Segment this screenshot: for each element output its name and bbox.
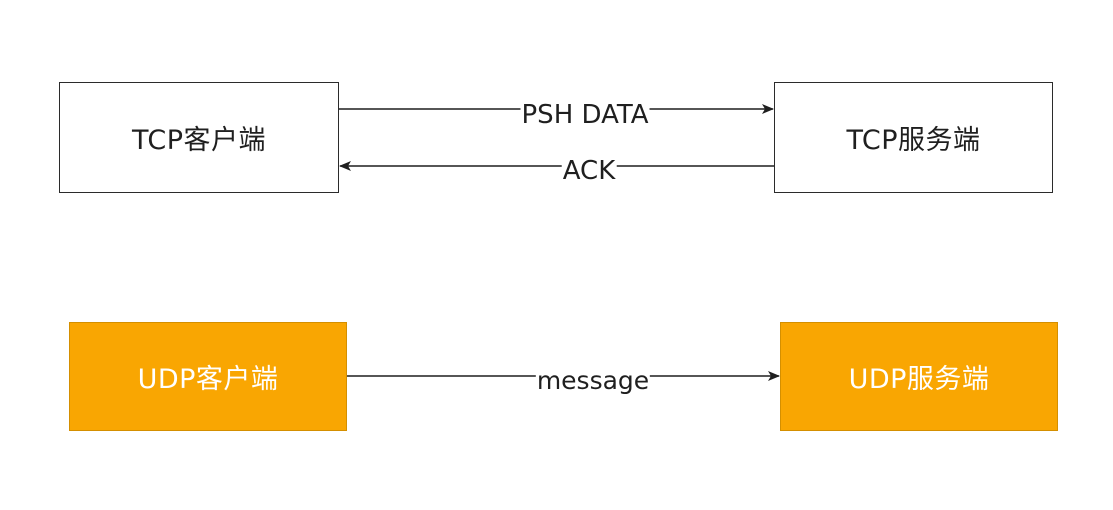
tcp-client-node: TCP客户端: [59, 82, 339, 193]
edge-label-ack: ACK: [561, 156, 617, 186]
udp-client-node: UDP客户端: [69, 322, 347, 431]
edge-label-message: message: [535, 366, 651, 396]
tcp-server-label: TCP服务端: [846, 125, 981, 156]
udp-server-label: UDP服务端: [848, 364, 990, 395]
edge-label-psh-data: PSH DATA: [520, 100, 650, 130]
tcp-client-label: TCP客户端: [131, 125, 267, 156]
udp-client-label: UDP客户端: [137, 364, 279, 395]
tcp-server-node: TCP服务端: [774, 82, 1053, 193]
udp-server-node: UDP服务端: [780, 322, 1058, 431]
